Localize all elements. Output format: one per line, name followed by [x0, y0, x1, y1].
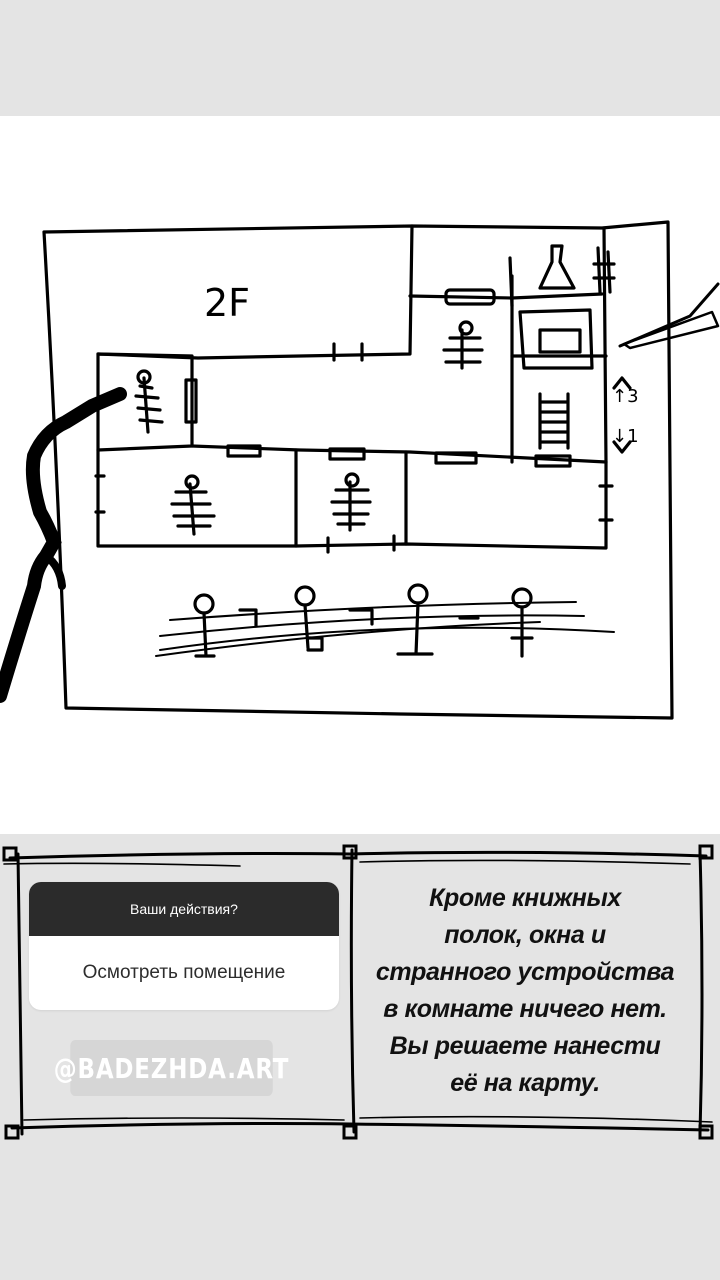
story-line: странного устройства	[375, 958, 675, 986]
story-line: полок, окна и	[444, 921, 606, 949]
poll-question: Ваши действия?	[29, 882, 339, 936]
poll-option-button[interactable]: Осмотреть помещение	[82, 962, 286, 983]
watermark-handle: @BADEZHDA.ART	[54, 1040, 288, 1096]
stairs-down-label: ↓1	[612, 426, 639, 447]
story-line: Кроме книжных	[429, 884, 621, 912]
map-illustration: 2F ↑3 ↓1	[0, 116, 720, 834]
stairs-up-label: ↑3	[612, 386, 639, 407]
poll-sticker[interactable]: Ваши действия? Осмотреть помещение	[29, 882, 339, 1010]
story-text: Кроме книжных полок, окна и странного ус…	[362, 880, 688, 1102]
story-line: её на карту.	[450, 1069, 600, 1097]
hand-drawn-map: 2F ↑3 ↓1	[0, 220, 720, 720]
top-band	[0, 0, 720, 116]
story-line: Вы решаете нанести	[389, 1032, 661, 1060]
sketch-frame	[2, 844, 714, 1140]
story-line: в комнате ничего нет.	[383, 995, 667, 1023]
floor-label: 2F	[204, 281, 250, 325]
